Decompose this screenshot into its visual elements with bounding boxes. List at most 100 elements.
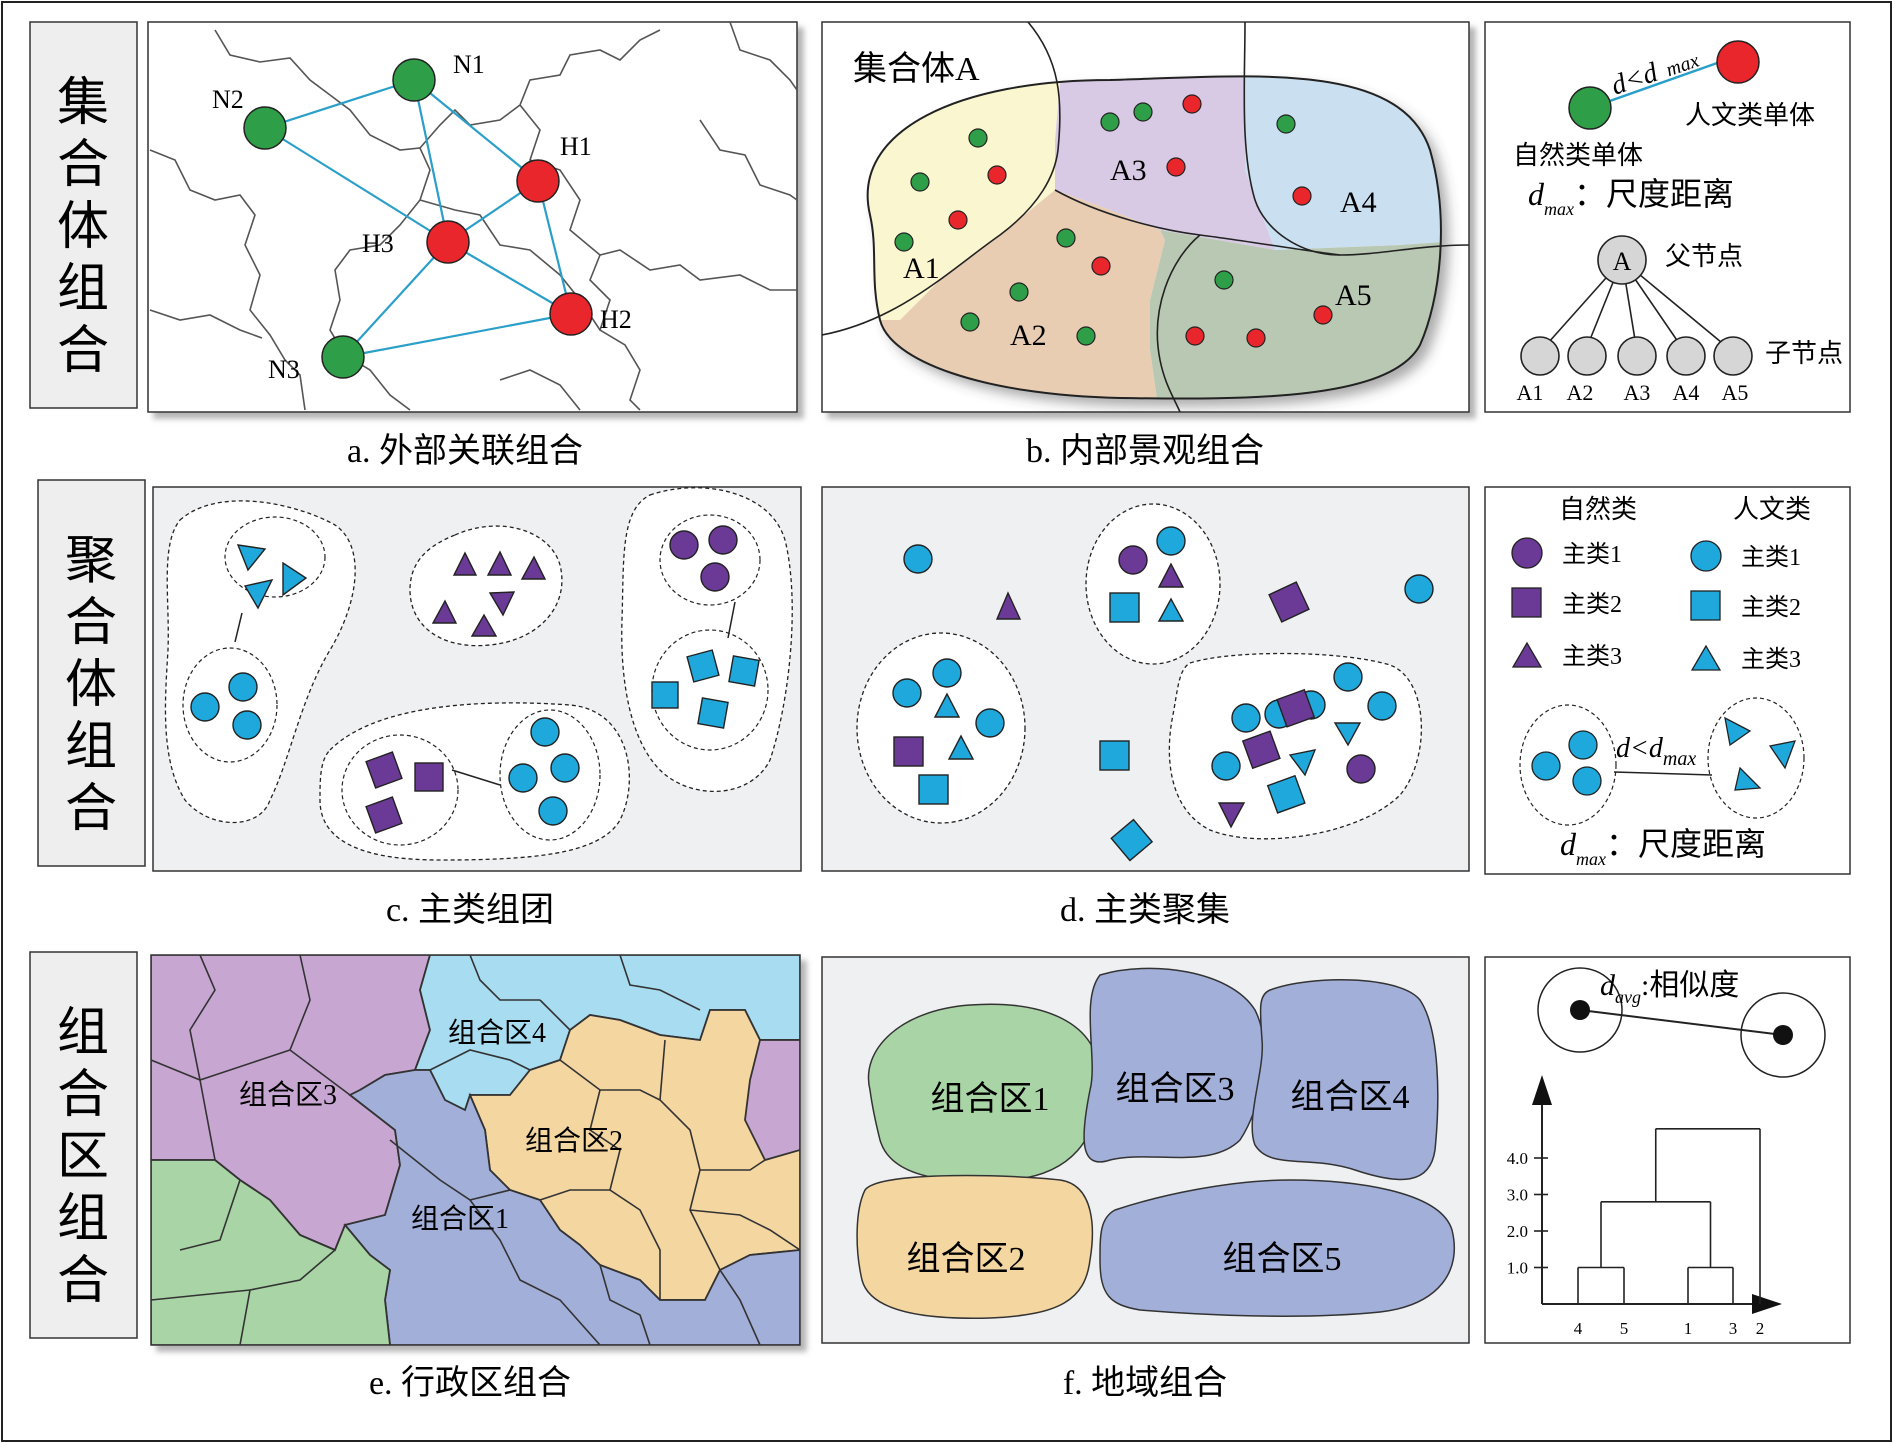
panel-a-map-borders [149, 21, 798, 411]
natural-single-icon [1568, 86, 1612, 130]
leaf-label: 3 [1729, 1319, 1738, 1338]
child-label: A5 [1722, 380, 1749, 405]
node-label: N3 [268, 355, 300, 384]
zone-label-1: 组合区1 [411, 1203, 509, 1235]
caption-a: a. 外部关联组合 [347, 432, 583, 470]
panel-b-boundaries [822, 22, 1469, 412]
region-A3 [1055, 76, 1275, 250]
caption-f: f. 地域组合 [1063, 1364, 1227, 1402]
child-label: A4 [1673, 380, 1700, 405]
region-label-A4: A4 [1340, 186, 1377, 219]
child-node [1520, 336, 1560, 376]
node-label: H1 [560, 132, 592, 161]
y-tick-label: 1.0 [1507, 1259, 1528, 1278]
max-subscript: max [1576, 849, 1606, 869]
leaf-label: 5 [1620, 1319, 1629, 1338]
region-label-4: 组合区4 [1291, 1078, 1410, 1116]
max-subscript: max [1663, 748, 1696, 770]
d-symbol: d [1528, 176, 1545, 212]
y-tick-label: 3.0 [1507, 1186, 1528, 1205]
row-label-2: 聚 合 体 组 合 [37, 479, 146, 867]
row-2-char: 组 [65, 719, 117, 776]
caption-b: b. 内部景观组合 [1026, 432, 1264, 470]
similarity-text: :相似度 [1641, 969, 1739, 1002]
panel-c-symbols [190, 525, 760, 834]
aggregate-title: 集合体A [853, 50, 980, 88]
row-label-3: 组 合 区 组 合 [29, 951, 138, 1339]
parent-node-letter: A [1613, 247, 1632, 276]
node-N2: N2 [212, 85, 287, 150]
y-tick-label: 4.0 [1507, 1149, 1528, 1168]
row-3-char: 区 [57, 1129, 109, 1186]
caption-d: d. 主类聚集 [1060, 891, 1230, 929]
child-label: A1 [1517, 380, 1544, 405]
row-2-char: 体 [65, 657, 117, 714]
row-1-char: 组 [57, 261, 109, 318]
group-outline [164, 500, 356, 823]
parent-node [1597, 235, 1647, 285]
node-label: H2 [600, 305, 632, 334]
parent-node-label: 父节点 [1665, 242, 1743, 271]
panel-c [152, 486, 802, 872]
natural-class2-icon [1511, 587, 1542, 618]
region-label-A5: A5 [1335, 279, 1372, 312]
dmax-definition: dmax：尺度距离 [1560, 826, 1766, 869]
region-label-A3: A3 [1110, 154, 1147, 187]
node-N3: N3 [268, 335, 365, 384]
row-3-char: 合 [57, 1253, 109, 1310]
row-1-char: 集 [57, 75, 109, 132]
row-1-char: 合 [57, 137, 109, 194]
d-symbol: d [1616, 733, 1631, 764]
human-class2-label: 主类2 [1741, 594, 1801, 621]
child-node-label: 子节点 [1765, 339, 1843, 368]
child-node [1713, 336, 1753, 376]
region-label-A1: A1 [903, 252, 940, 285]
human-class3-icon [1690, 644, 1722, 671]
human-single-label: 人文类单体 [1685, 101, 1815, 130]
group-outline [621, 487, 793, 793]
zone-label-3: 组合区3 [239, 1079, 337, 1111]
region-zone-3 [1083, 967, 1266, 1163]
region-label-3: 组合区3 [1116, 1070, 1235, 1108]
dmax-definition: dmax：尺度距离 [1528, 176, 1734, 219]
region-zone-4 [1251, 979, 1439, 1181]
similarity-label: davg:相似度 [1600, 969, 1739, 1007]
leaf-label: 4 [1574, 1319, 1583, 1338]
lt-symbol: < [1630, 733, 1649, 764]
legend-b: d<dmax 人文类单体 自然类单体 dmax：尺度距离 A 父节点 子节点 [1484, 21, 1851, 413]
child-node [1617, 336, 1657, 376]
scale-distance-text: ：尺度距离 [1606, 826, 1766, 862]
zone-label-2: 组合区2 [525, 1125, 623, 1157]
svg-text:d<dmax: d<dmax [1607, 43, 1703, 102]
node-H3: H3 [362, 220, 470, 264]
node-label: H3 [362, 229, 394, 258]
scale-distance-label: d<dmax [1607, 43, 1703, 102]
row-2-char: 聚 [65, 533, 117, 590]
child-node [1567, 336, 1607, 376]
d-less-than-dmax: d<dmax [1616, 733, 1696, 770]
human-single-icon [1716, 40, 1760, 84]
row-3-char: 组 [57, 1005, 109, 1062]
panel-d-symbols [892, 526, 1434, 862]
row-2-char: 合 [65, 595, 117, 652]
region-label-A2: A2 [1010, 319, 1047, 352]
child-node [1666, 336, 1706, 376]
region-zone-5 [1099, 1179, 1456, 1317]
row-3-char: 合 [57, 1067, 109, 1124]
row-2-char: 合 [65, 781, 117, 838]
child-label: A3 [1624, 380, 1651, 405]
cluster-example [1707, 697, 1805, 819]
panel-b: 集合体A A1 A2 A3 A4 A5 [821, 21, 1470, 413]
natural-class3-label: 主类3 [1562, 643, 1622, 670]
natural-class3-icon [1511, 641, 1543, 668]
natural-single-label: 自然类单体 [1513, 141, 1643, 170]
scale-link [1589, 60, 1721, 110]
human-header: 人文类 [1733, 495, 1811, 524]
region-label-2: 组合区2 [907, 1240, 1026, 1278]
zone-label-4: 组合区4 [448, 1017, 546, 1049]
caption-e: e. 行政区组合 [369, 1364, 571, 1402]
y-axis-arrow [1532, 1075, 1552, 1105]
